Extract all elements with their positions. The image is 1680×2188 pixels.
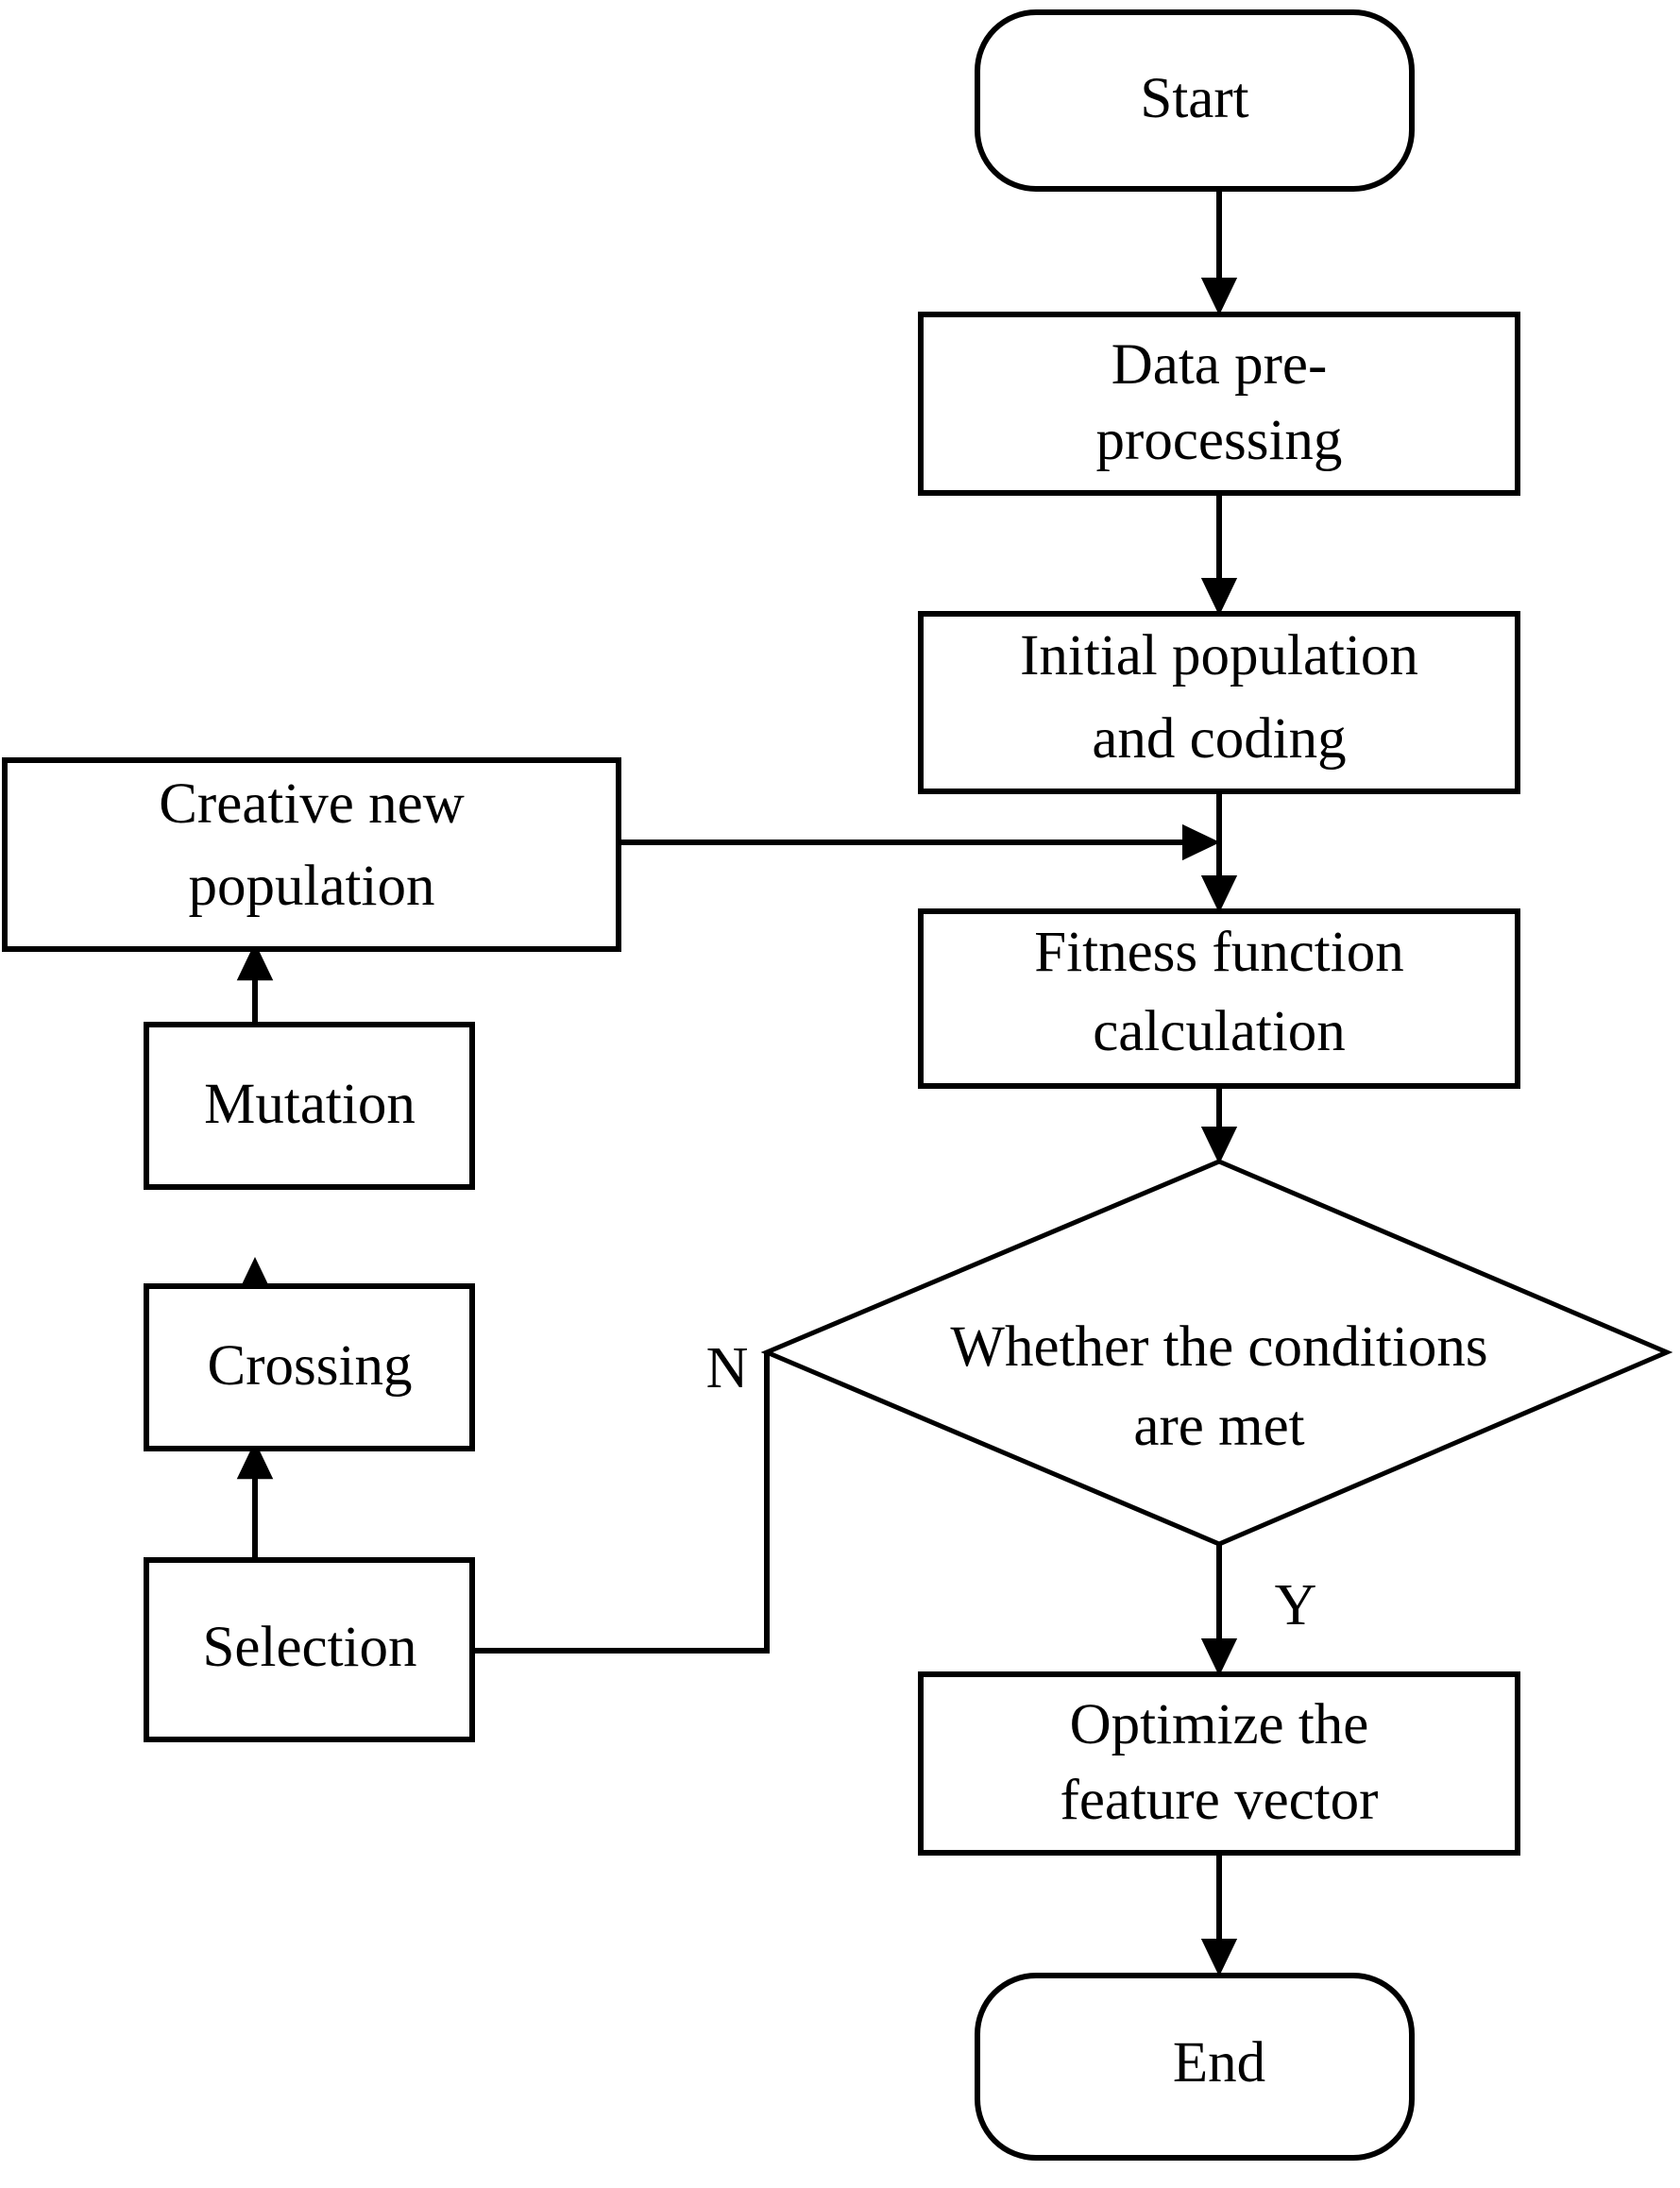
node-data-pre-processing-line2: processing xyxy=(1096,409,1343,472)
node-data-pre-processing-line1: Data pre- xyxy=(1112,333,1328,397)
node-optimize-the-feature-vector[interactable] xyxy=(918,1671,1520,1856)
node-mutation-label: Mutation xyxy=(204,1073,416,1136)
edge-decision-no-to-selection xyxy=(363,1352,770,1670)
node-optimize-feature-vector-line2: feature vector xyxy=(1061,1769,1379,1832)
node-start-label: Start xyxy=(1140,67,1248,130)
edge-label-no: N xyxy=(706,1336,749,1400)
node-data-pre-processing[interactable] xyxy=(918,312,1520,496)
node-whether-the-conditions-are-met[interactable] xyxy=(760,1159,1673,1547)
node-creative-new-population-line1: Creative new xyxy=(159,772,465,836)
node-selection-label: Selection xyxy=(203,1616,417,1679)
node-crossing[interactable] xyxy=(144,1283,475,1451)
node-initial-population-and-coding[interactable] xyxy=(918,611,1520,794)
node-creative-new-population[interactable] xyxy=(2,757,621,952)
node-creative-new-population-line2: population xyxy=(189,855,435,918)
node-decision-line1: Whether the conditions xyxy=(950,1315,1487,1379)
node-fitness-function-calculation[interactable] xyxy=(918,908,1520,1089)
node-initial-population-line1: Initial population xyxy=(1020,624,1418,687)
node-decision-line2: are met xyxy=(1133,1395,1304,1458)
node-initial-population-line2: and coding xyxy=(1092,707,1346,771)
node-mutation[interactable] xyxy=(144,1022,475,1190)
node-fitness-function-line1: Fitness function xyxy=(1034,921,1403,984)
node-end[interactable] xyxy=(975,1973,1415,2161)
node-end-label: End xyxy=(1173,2031,1265,2095)
node-crossing-label: Crossing xyxy=(208,1334,413,1398)
node-fitness-function-line2: calculation xyxy=(1093,1000,1346,1063)
node-selection[interactable] xyxy=(144,1557,475,1742)
node-optimize-feature-vector-line1: Optimize the xyxy=(1070,1693,1369,1756)
edge-label-yes: Y xyxy=(1275,1573,1317,1637)
node-start[interactable] xyxy=(975,9,1415,192)
